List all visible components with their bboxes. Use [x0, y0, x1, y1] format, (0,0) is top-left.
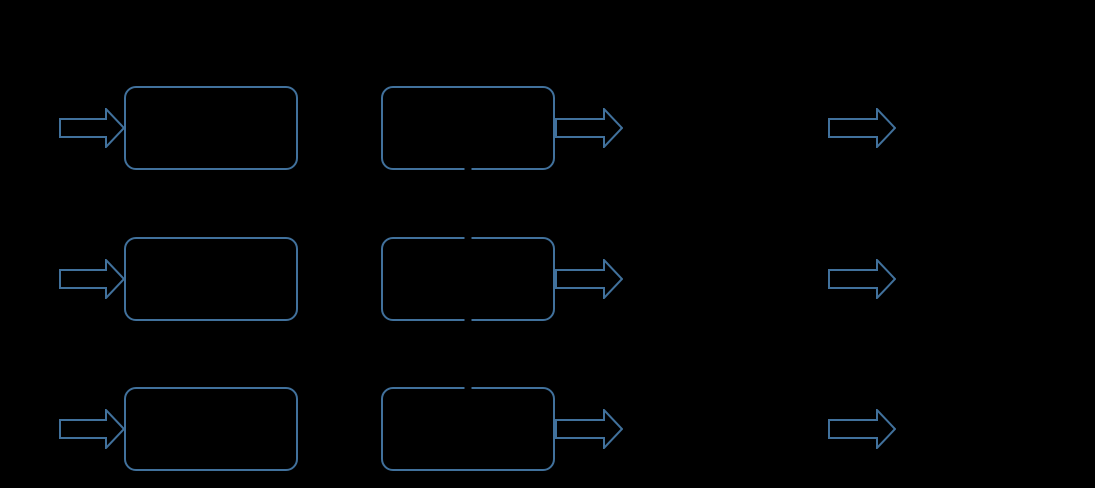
stage-box-2 — [381, 86, 555, 171]
result-arrow-icon — [828, 108, 896, 148]
result-arrow-icon — [828, 409, 896, 449]
stage-box-1 — [124, 237, 298, 321]
connector-crossing-mark — [464, 236, 472, 242]
connector-crossing-mark — [464, 316, 472, 322]
output-arrow-icon — [555, 409, 623, 449]
flow-row-3 — [0, 386, 1095, 471]
output-arrow-icon — [555, 259, 623, 299]
flow-row-1 — [0, 86, 1095, 171]
flow-row-2 — [0, 236, 1095, 322]
connector-crossing-mark — [464, 165, 472, 171]
connector-crossing-mark — [464, 386, 472, 392]
stage-box-2 — [381, 386, 555, 471]
output-arrow-icon — [555, 108, 623, 148]
stage-box-2 — [381, 236, 555, 322]
stage-box-1 — [124, 86, 298, 170]
result-arrow-icon — [828, 259, 896, 299]
stage-box-1 — [124, 387, 298, 471]
input-arrow-icon — [59, 259, 125, 299]
input-arrow-icon — [59, 409, 125, 449]
input-arrow-icon — [59, 108, 125, 148]
